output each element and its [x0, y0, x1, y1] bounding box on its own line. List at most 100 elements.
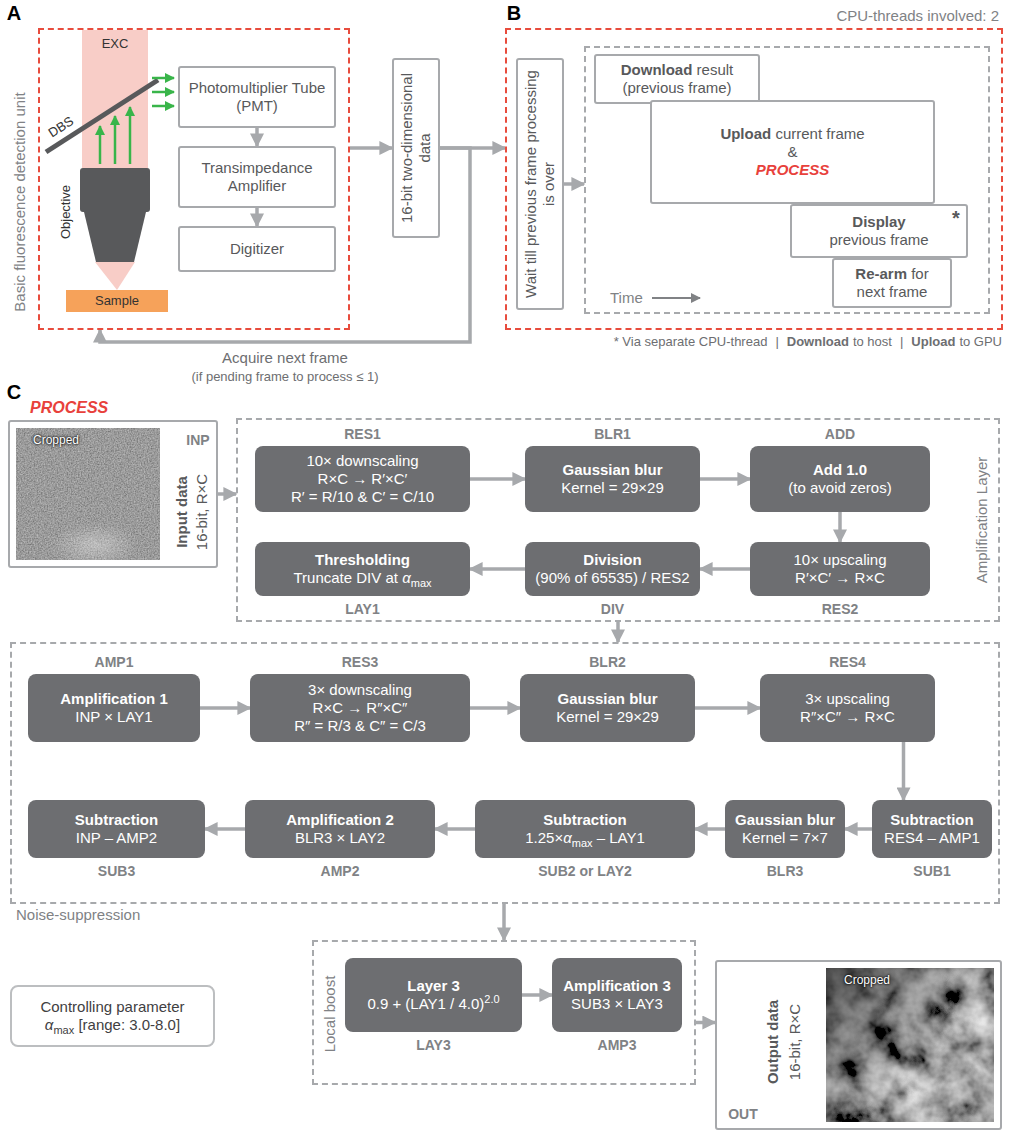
box-label: Cropped [844, 971, 890, 989]
text-area: Transimpedance Amplifier [180, 148, 334, 206]
box-text: Controlling parameter [40, 998, 184, 1015]
footnote-text: * Via separate CPU-thread [614, 334, 768, 349]
operation-box: Layer 30.9 + (LAY1 / 4.0)2.0LAY3 [345, 958, 522, 1032]
box-label: Amplification Layer [973, 457, 991, 584]
text-stack: 3× upscalingR″×C″ → R×C [800, 690, 895, 726]
box-label: Cropped [33, 431, 79, 449]
text-stack: 3× downscalingR×C → R″×C″R″ = R/3 & C″ =… [294, 681, 426, 735]
figure-label: B [507, 1, 521, 25]
text-line: Kernel = 29×29 [561, 479, 664, 497]
flow-arrow [502, 904, 506, 940]
text-area: Gaussian blurKernel = 7×7 [725, 800, 845, 858]
text-area: Digitizer [180, 228, 334, 270]
box-text: 10× upscaling [794, 551, 887, 568]
image-panel: CroppedINPInput data16-bit, R×C [8, 420, 218, 568]
text-area: Amplification 1INP × LAY1 [28, 674, 200, 742]
text-area: ThresholdingTruncate DIV atαmax [255, 542, 470, 596]
text-stack: Subtraction1.25×αmax– LAY1 [525, 811, 645, 847]
text-line: Downloadresult (previous frame) [602, 61, 752, 97]
box-text: max [572, 837, 593, 849]
box-label: OUT [728, 1105, 758, 1123]
text-stack: Re-armfor next frame [840, 265, 944, 301]
operation-box: 3× upscalingR″×C″ → R×CRES4 [760, 674, 935, 742]
box-label: BLR2 [589, 653, 626, 671]
text-line: Truncate DIV atαmax [293, 569, 431, 587]
box-label: RES4 [829, 653, 866, 671]
flow-arrow [522, 993, 552, 997]
text-line: RES4 – AMP1 [884, 829, 980, 847]
box-text: Digitizer [230, 240, 284, 257]
box-label: Input data [173, 476, 191, 548]
figure-label: Objective [58, 185, 74, 239]
box-label: SUB2 or LAY2 [538, 862, 632, 880]
box-label: INP [186, 431, 209, 449]
text-area: Photomultiplier Tube (PMT) [180, 68, 334, 126]
box-label: RES3 [342, 653, 379, 671]
operation-box: Division(90% of 65535) / RES2DIV [525, 542, 700, 596]
text-stack: Gaussian blurKernel = 7×7 [735, 811, 835, 847]
box-text: Add 1.0 [813, 461, 867, 478]
text-stack: ThresholdingTruncate DIV atαmax [293, 551, 431, 587]
text-line: Layer 3 [367, 977, 499, 995]
box-text: R×C → R′×C′ [318, 470, 408, 487]
text-area: 10× downscalingR×C → R′×C′R′ = R/10 & C′… [255, 446, 470, 512]
box-label: BLR3 [767, 862, 804, 880]
box-text: PROCESS [756, 161, 829, 178]
text-line: Photomultiplier Tube (PMT) [186, 79, 328, 115]
text-stack: Amplification 3SUB3 × LAY3 [563, 977, 671, 1013]
text-line: 10× upscaling [794, 551, 887, 569]
flow-arrow [564, 182, 584, 186]
box-text: Subtraction [75, 811, 158, 828]
text-line: Amplification 1 [60, 690, 168, 708]
box-text: Amplification 1 [60, 690, 168, 707]
process-box: Transimpedance Amplifier [178, 146, 336, 208]
box-label: Wait till previous frame processing is o… [522, 68, 558, 300]
flow-arrow [205, 827, 245, 831]
text-stack: Displayprevious frame [829, 213, 928, 249]
flow-arrow [695, 706, 760, 710]
operation-box: Gaussian blurKernel = 29×29BLR1 [525, 446, 700, 512]
box-label: Output data [764, 1000, 782, 1084]
text-area: SubtractionINP – AMP2 [28, 800, 205, 858]
flow-arrow [200, 706, 250, 710]
footnote-text: | [775, 334, 778, 349]
footnote: * Via separate CPU-thread|Downloadto hos… [610, 334, 1002, 349]
operation-box: Gaussian blurKernel = 29×29BLR2 [520, 674, 695, 742]
timeline-box: Uploadcurrent frame&PROCESS [650, 100, 935, 204]
box-label: SUB3 [98, 862, 135, 880]
process-box: Photomultiplier Tube (PMT) [178, 66, 336, 128]
text-line: PROCESS [720, 161, 864, 179]
text-line: 1.25×αmax– LAY1 [525, 829, 645, 847]
box-text: Truncate DIV at [293, 569, 398, 586]
text-area: Gaussian blurKernel = 29×29 [525, 446, 700, 512]
box-text: & [787, 143, 797, 160]
timeline-frame: Downloadresult (previous frame) Uploadcur… [584, 46, 990, 314]
box-text: Gaussian blur [735, 811, 835, 828]
box-text: α [563, 829, 572, 846]
box-text: RES4 – AMP1 [884, 829, 980, 846]
panel-frame: Wait till previous frame processing is o… [505, 28, 1003, 330]
text-stack: SubtractionRES4 – AMP1 [884, 811, 980, 847]
text-stack: Gaussian blurKernel = 29×29 [561, 461, 664, 497]
text-line: Amplification 3 [563, 977, 671, 995]
box-text: current frame [775, 125, 864, 142]
operation-box: Amplification 3SUB3 × LAY3AMP3 [552, 958, 682, 1032]
box-text: R′×C′ → R×C [795, 569, 885, 586]
flow-arrow [470, 567, 525, 571]
box-text: Gaussian blur [562, 461, 662, 478]
text-area: Add 1.0(to avoid zeros) [750, 446, 930, 512]
flow-arrow [255, 208, 259, 226]
text-line: Kernel = 29×29 [556, 708, 659, 726]
text-line: 0.9 + (LAY1 / 4.0)2.0 [367, 995, 499, 1013]
box-text: – LAY1 [597, 829, 645, 846]
operation-box: 3× downscalingR×C → R″×C″R″ = R/3 & C″ =… [250, 674, 470, 742]
text-stack: Uploadcurrent frame&PROCESS [720, 125, 864, 179]
box-label: RES1 [344, 425, 381, 443]
flow-arrow [350, 146, 392, 150]
text-area: Amplification 3SUB3 × LAY3 [552, 958, 682, 1032]
text-line: αmax[range: 3.0-8.0] [40, 1016, 184, 1034]
figure-label: EXC [102, 36, 129, 52]
box-label: Time [610, 289, 643, 307]
text-line: INP × LAY1 [60, 708, 168, 726]
